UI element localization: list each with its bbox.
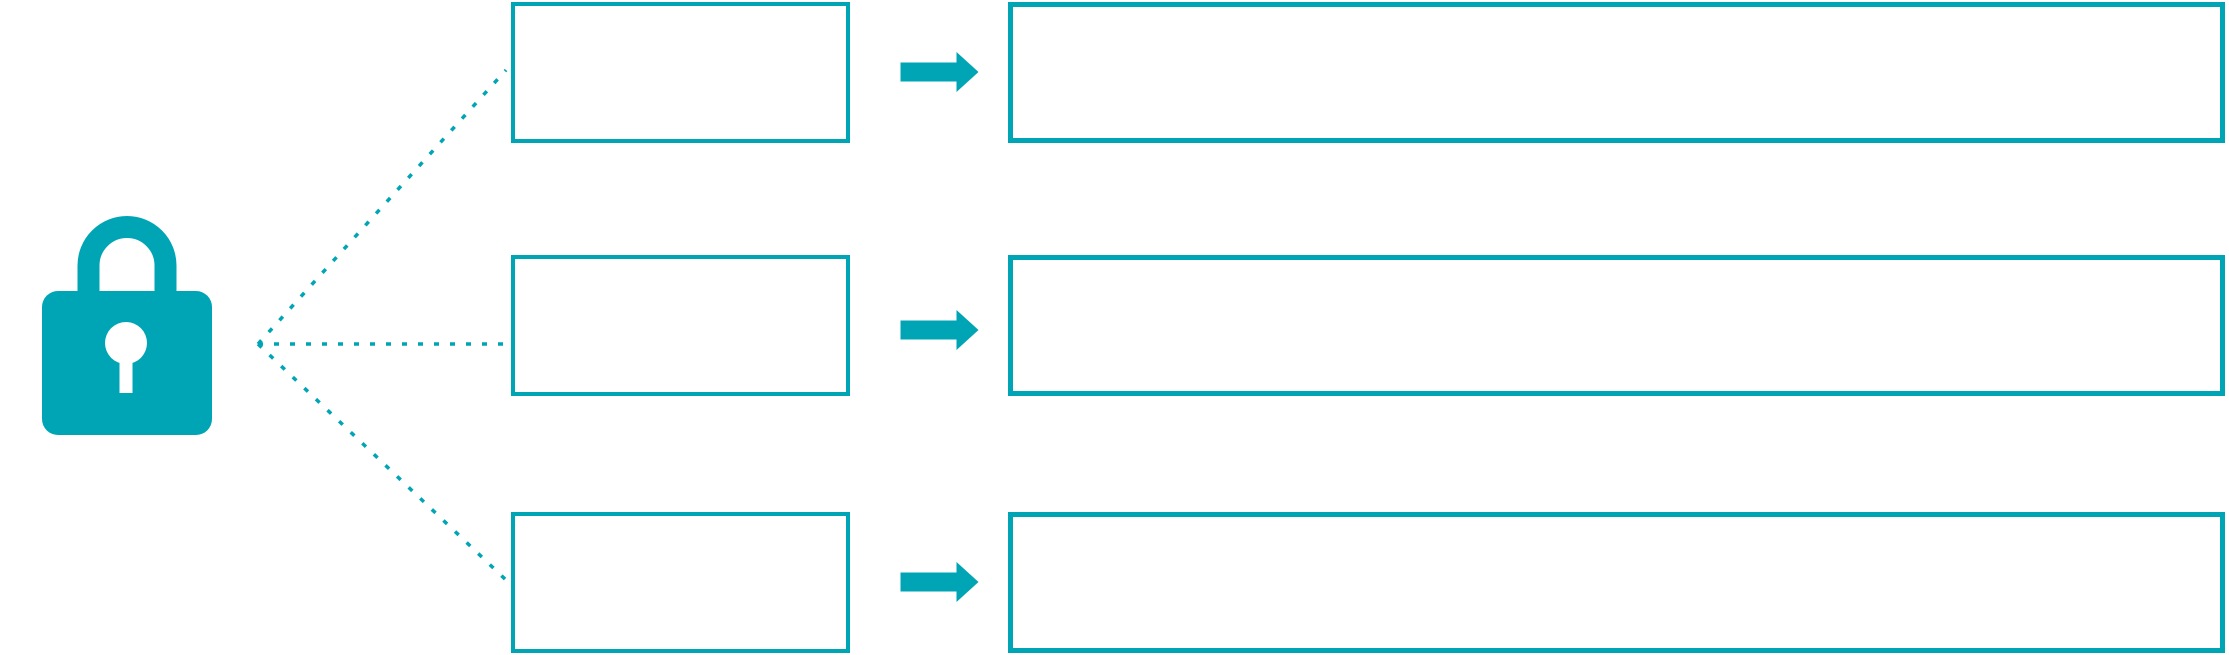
category-box-3 bbox=[511, 512, 850, 653]
lock-keyhole bbox=[105, 322, 147, 364]
right-arrow-icon bbox=[900, 310, 979, 350]
detail-box-3 bbox=[1008, 512, 2225, 653]
connector-top-icon bbox=[256, 68, 508, 346]
detail-box-2 bbox=[1008, 255, 2225, 396]
category-box-2-text bbox=[515, 259, 846, 275]
connector-bottom-icon bbox=[256, 342, 508, 582]
detail-box-1 bbox=[1008, 2, 2225, 143]
right-arrow-icon bbox=[900, 52, 979, 92]
detail-box-3-text bbox=[1013, 517, 2220, 533]
detail-box-1-text bbox=[1013, 7, 2220, 23]
category-box-1-text bbox=[515, 6, 846, 22]
lock-shackle bbox=[77, 216, 177, 303]
detail-box-2-text bbox=[1013, 260, 2220, 276]
category-box-1 bbox=[511, 2, 850, 143]
lock-icon bbox=[42, 216, 212, 435]
category-box-3-text bbox=[515, 516, 846, 532]
lock-keyhole-stem bbox=[119, 348, 133, 393]
right-arrow-icon bbox=[900, 562, 979, 602]
category-box-2 bbox=[511, 255, 850, 396]
